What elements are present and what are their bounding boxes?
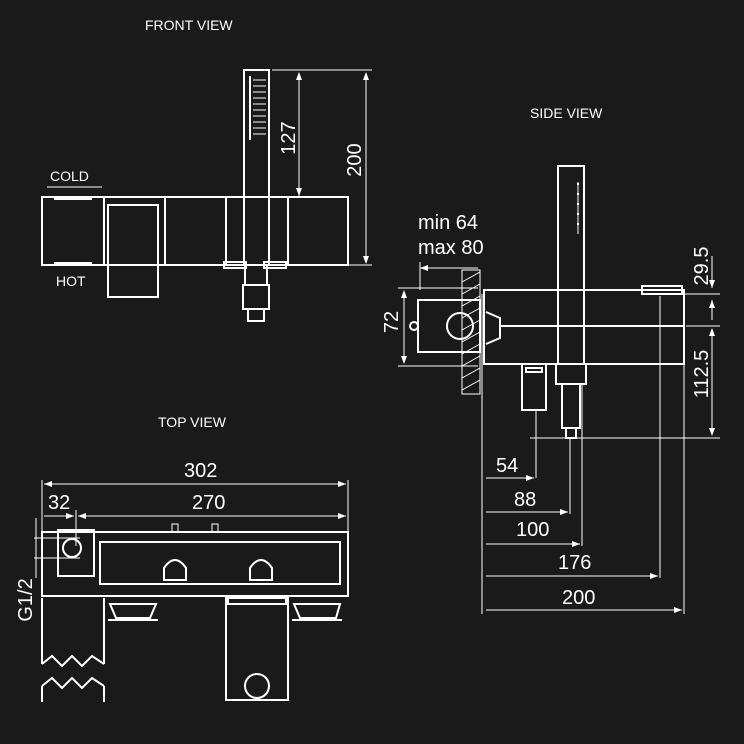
dim-72: 72 [381,311,403,333]
hot-label: HOT [56,273,86,289]
dim-127: 127 [278,121,300,154]
side-outlet [521,363,547,411]
cold-label: COLD [50,168,89,184]
side-view-title: SIDE VIEW [530,105,603,121]
front-handle [107,204,159,298]
front-holder [225,196,289,266]
top-handle-left [108,603,158,619]
min-label: min 64 [418,212,478,234]
front-view-title: FRONT VIEW [145,17,233,33]
front-view: FRONT VIEW COLD HOT [41,17,372,322]
top-holder [225,595,289,701]
dim-100: 100 [516,519,549,541]
dim-54: 54 [496,455,518,477]
top-view-title: TOP VIEW [158,414,227,430]
front-hand-shower [243,69,270,266]
front-body [41,196,349,266]
inlet-circle [62,538,82,558]
dim-176: 176 [558,552,591,574]
dim-112-5: 112.5 [691,350,713,399]
dim-302: 302 [184,460,217,482]
top-body [41,531,349,597]
side-view: SIDE VIEW min 64 max 80 72 [381,105,720,614]
top-handle-right [292,603,342,619]
thread-label: G1/2 [15,578,37,621]
top-shower-circle [244,673,270,699]
dim-88: 88 [514,489,536,511]
dim-270: 270 [192,492,225,514]
dim-200-horizontal: 200 [562,587,595,609]
dim-29-5: 29.5 [691,247,713,286]
front-knob [41,196,105,266]
front-outlet [242,284,270,310]
max-label: max 80 [418,237,484,259]
dim-200-vertical: 200 [344,143,366,176]
side-connector [417,299,481,353]
top-view: TOP VIEW 302 32 270 G1/2 [15,414,349,702]
dim-32: 32 [48,492,70,514]
side-hand-shower [557,165,585,365]
